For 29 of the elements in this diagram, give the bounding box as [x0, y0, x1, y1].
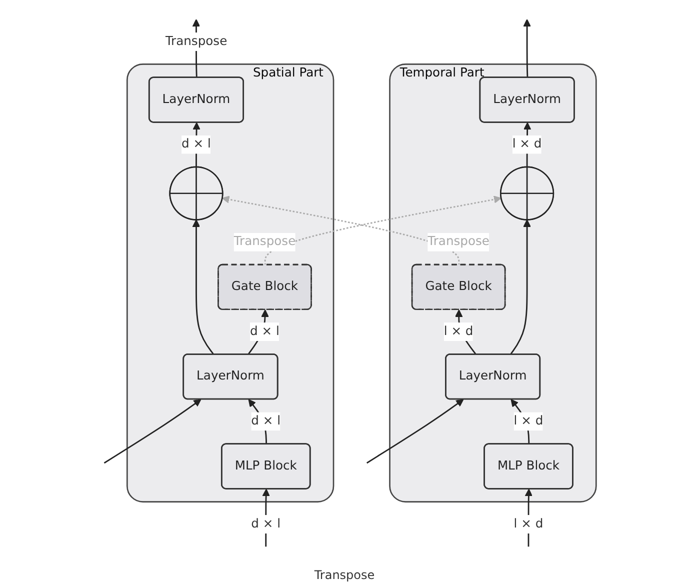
edge-label: l × d — [514, 412, 544, 431]
arrow — [222, 196, 460, 265]
arrow — [523, 18, 531, 78]
process-box: LayerNorm — [148, 76, 244, 123]
process-box: MLP Block — [484, 443, 574, 490]
process-box: LayerNorm — [445, 354, 541, 400]
edge-label: d × l — [250, 322, 280, 341]
edge-label: Transpose — [165, 32, 228, 51]
process-box: LayerNorm — [479, 76, 575, 123]
process-box: LayerNorm — [182, 354, 278, 400]
sum-circle — [169, 166, 224, 220]
arrow — [264, 196, 502, 265]
edge-label: d × l — [182, 135, 211, 154]
arrow — [192, 219, 214, 356]
arrow — [510, 219, 531, 356]
edge-label: Transpose — [428, 232, 490, 252]
sum-circle — [500, 166, 554, 220]
arrow — [366, 399, 464, 464]
gate-box: Gate Block — [218, 264, 312, 310]
process-box: MLP Block — [220, 443, 311, 490]
edge-label: l × d — [444, 322, 474, 341]
edge-label: l × d — [514, 515, 544, 534]
edge-label: Transpose — [234, 232, 296, 252]
edge-label: l × d — [512, 135, 542, 154]
arrow — [104, 399, 202, 464]
edge-label: d × l — [251, 515, 281, 534]
edge-label: d × l — [251, 412, 281, 431]
gate-box: Gate Block — [411, 264, 506, 310]
note-text: Transpose — [314, 568, 375, 582]
